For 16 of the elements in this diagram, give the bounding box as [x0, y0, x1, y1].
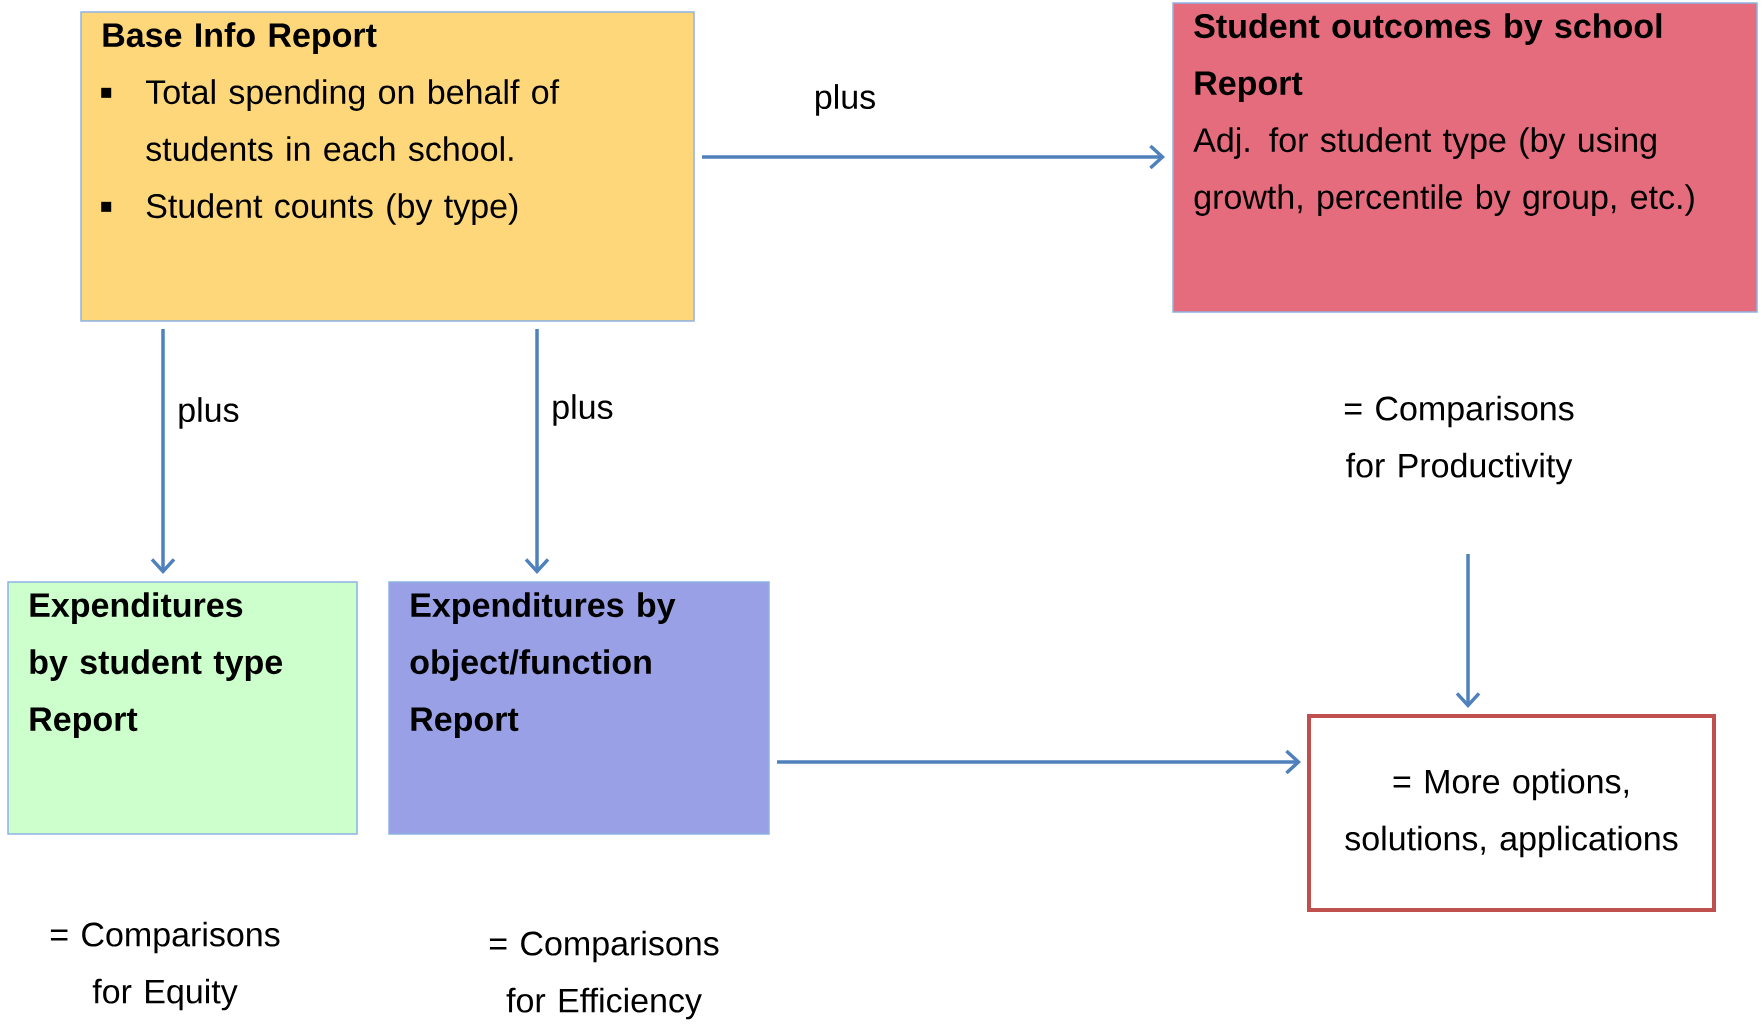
edge-label: plus: [816, 84, 875, 116]
arrow: [702, 144, 1165, 170]
result-box: = More options, solutions, applications: [1307, 714, 1716, 912]
arrow: [777, 749, 1301, 775]
edge-label: plus: [553, 394, 613, 426]
comparison-text: = Comparisons for Productivity: [1344, 395, 1574, 485]
arrow: [524, 329, 550, 574]
report-box: Expenditures by object/function Report: [388, 581, 770, 835]
edge-label: plus: [179, 397, 239, 429]
arrow: [150, 329, 176, 574]
comparison-text: = Comparisons for Equity: [50, 921, 280, 1011]
arrow: [1455, 554, 1481, 708]
report-box: Base Info Report Total spending on behalf of students in each school. Student counts (by type): [80, 11, 695, 322]
report-box: Expenditures by student type Report: [7, 581, 358, 835]
report-box: Student outcomes by school Report Adj. for student type (by using growth, percentile by group, etc.): [1172, 2, 1758, 313]
comparison-text: = Comparisons for Efficiency: [489, 930, 719, 1020]
